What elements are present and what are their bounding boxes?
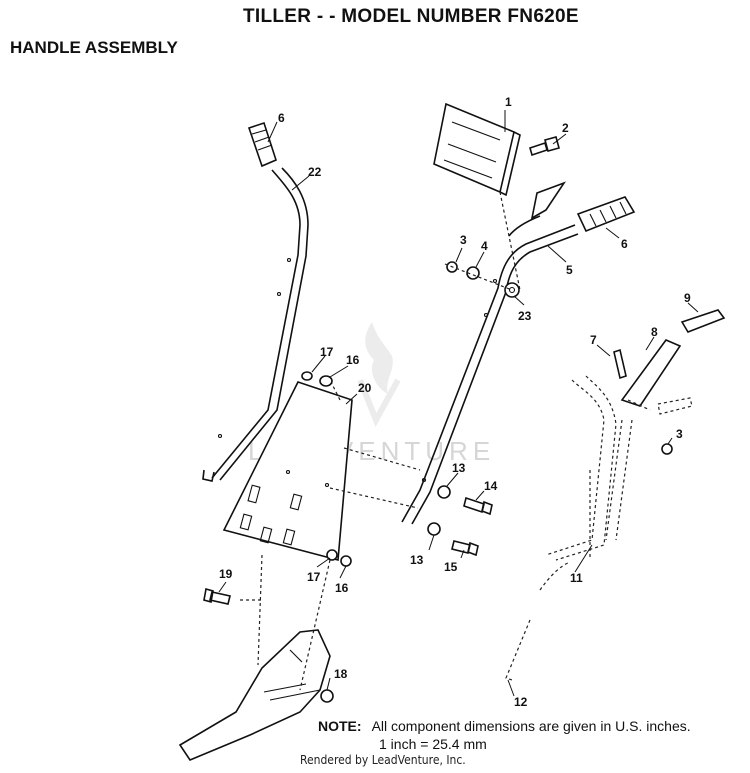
- callout-18: 18: [334, 667, 348, 681]
- callout-3b: 3: [676, 427, 683, 441]
- callout-19: 19: [219, 567, 233, 581]
- callout-6b: 6: [278, 111, 285, 125]
- section-title: HANDLE ASSEMBLY: [10, 38, 178, 57]
- callout-3: 3: [460, 233, 467, 247]
- callout-7: 7: [590, 333, 597, 347]
- note-line-2: 1 inch = 25.4 mm: [379, 736, 487, 752]
- right-handle-part: [401, 181, 636, 525]
- callout-labels: 1 2 3 4 5 6 6 22 23 17 16 20 13 14 13 15…: [219, 95, 691, 709]
- left-handle-part: [202, 121, 309, 482]
- callout-12: 12: [514, 695, 528, 709]
- watermark-logo-icon: [357, 322, 401, 428]
- note-line-1: All component dimensions are given in U.…: [371, 718, 691, 734]
- note-label: NOTE:: [318, 718, 362, 734]
- callout-13b: 13: [410, 553, 424, 567]
- bolt-part: [529, 136, 560, 157]
- callout-2: 2: [562, 121, 569, 135]
- callout-16b: 16: [335, 581, 349, 595]
- washer-set-top: [301, 371, 333, 387]
- callout-17b: 17: [307, 570, 321, 584]
- callout-leaders: [218, 110, 699, 697]
- page-title: TILLER - - MODEL NUMBER FN620E: [243, 6, 579, 27]
- bracket-part: [433, 102, 521, 291]
- bolt-washer-set-right: [427, 485, 493, 557]
- footer-credit: Rendered by LeadVenture, Inc.: [300, 753, 466, 767]
- callout-8: 8: [651, 325, 658, 339]
- callout-9: 9: [684, 291, 691, 305]
- callout-1: 1: [505, 95, 512, 109]
- tiller-frame-part: [178, 629, 334, 761]
- lower-handle-assembly-part: [505, 309, 726, 681]
- callout-16a: 16: [346, 353, 360, 367]
- callout-14: 14: [484, 479, 498, 493]
- callout-13a: 13: [452, 461, 466, 475]
- callout-17a: 17: [320, 345, 334, 359]
- callout-4: 4: [481, 239, 488, 253]
- callout-11: 11: [570, 571, 583, 585]
- callout-20: 20: [358, 381, 372, 395]
- dimension-note: NOTE: All component dimensions are given …: [318, 718, 691, 735]
- callout-15: 15: [444, 560, 458, 574]
- callout-22: 22: [308, 165, 322, 179]
- callout-5: 5: [566, 263, 573, 277]
- washer-set-upper: [444, 261, 520, 298]
- shield-plate-part: [222, 379, 421, 562]
- callout-6a: 6: [621, 237, 628, 251]
- callout-23: 23: [518, 309, 532, 323]
- bolt-washer-set-lower: [203, 549, 352, 691]
